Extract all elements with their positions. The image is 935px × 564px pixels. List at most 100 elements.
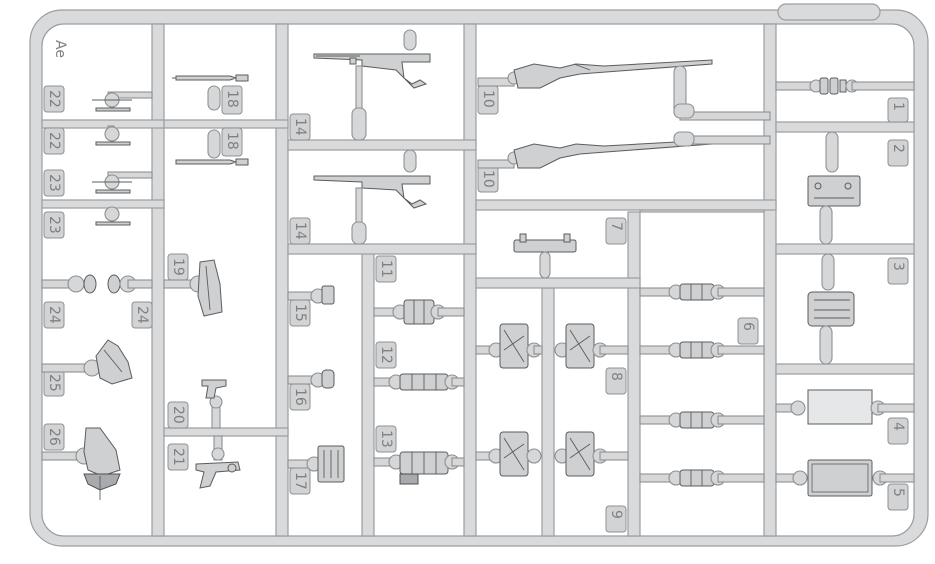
submachine-gun-part [313, 29, 431, 141]
ammo-pouch-part [373, 299, 465, 325]
part-tag-17: 17 [289, 467, 311, 495]
svg-text:14: 14 [292, 118, 308, 136]
svg-text:23: 23 [46, 216, 62, 234]
svg-text:24: 24 [134, 306, 150, 324]
plate-part [775, 459, 915, 497]
part-tag-11: 11 [375, 255, 397, 283]
part-tag-22b: 22 [43, 127, 65, 155]
part-tag-12: 12 [375, 341, 397, 369]
svg-text:13: 13 [378, 430, 394, 448]
rifle-part [477, 59, 771, 121]
submachine-gun-part [313, 149, 431, 245]
runner-h9 [775, 121, 915, 133]
svg-text:7: 7 [608, 222, 624, 231]
runner-v7 [763, 23, 777, 537]
rifle-sight-part [92, 91, 153, 112]
runner-h3 [163, 119, 289, 129]
svg-text:25: 25 [46, 374, 62, 392]
ammo-pouch-part [287, 285, 335, 305]
part-tag-14a: 14 [289, 113, 311, 141]
ammo-pouch-part [373, 373, 465, 391]
svg-text:22: 22 [46, 90, 62, 108]
svg-text:19: 19 [170, 258, 186, 276]
runner-h1 [41, 119, 165, 129]
svg-text:23: 23 [46, 174, 62, 192]
runner-h11 [775, 363, 915, 375]
ring-part [41, 274, 153, 294]
part-tag-6: 6 [737, 317, 759, 345]
bayonet-part [172, 74, 249, 111]
svg-text:11: 11 [378, 260, 394, 278]
svg-text:18: 18 [224, 132, 240, 150]
part-tag-5: 5 [887, 483, 909, 511]
svg-text:9: 9 [608, 510, 624, 519]
svg-text:10: 10 [480, 90, 496, 108]
holster-part [41, 427, 121, 500]
svg-text:21: 21 [170, 448, 186, 466]
svg-text:3: 3 [890, 262, 906, 271]
ammo-box-part [287, 445, 345, 483]
runner-v1 [151, 23, 165, 537]
part-tag-19: 19 [167, 253, 189, 281]
rifle-sight-part [95, 125, 131, 146]
sprue-tab [777, 3, 881, 21]
svg-text:14: 14 [292, 222, 308, 240]
pistol-part [201, 379, 227, 429]
svg-text:16: 16 [292, 388, 308, 406]
part-tag-23a: 23 [43, 169, 65, 197]
part-tag-25: 25 [43, 369, 65, 397]
runner-v2 [275, 23, 289, 537]
svg-text:20: 20 [170, 406, 186, 424]
bracket-part [513, 233, 577, 279]
svg-text:17: 17 [292, 472, 308, 490]
part-tag-4: 4 [887, 417, 909, 445]
ammo-pouch-part [639, 341, 765, 359]
runner-h10 [775, 243, 915, 255]
svg-text:26: 26 [46, 428, 62, 446]
binoculars-part [775, 77, 915, 95]
ammo-pouch-part [475, 323, 629, 369]
bayonet-part [175, 129, 249, 166]
ammo-pouch-part [639, 283, 765, 301]
svg-text:1: 1 [890, 102, 906, 111]
part-tag-9: 9 [605, 505, 627, 533]
rifle-sight-part [92, 171, 153, 194]
part-tag-16: 16 [289, 383, 311, 411]
runner-h4 [163, 427, 289, 437]
svg-text:12: 12 [378, 346, 394, 364]
svg-text:24: 24 [46, 306, 62, 324]
part-tag-10a: 10 [477, 85, 499, 115]
part-tag-8a: 8 [605, 367, 627, 395]
runner-h2 [41, 199, 165, 209]
ammo-pouch-part [475, 431, 629, 477]
svg-text:8: 8 [608, 372, 624, 381]
part-tag-13: 13 [375, 425, 397, 453]
runner-h7 [475, 199, 777, 211]
part-tag-21: 21 [167, 443, 189, 471]
runner-h5 [287, 139, 477, 151]
runner-h8 [475, 277, 641, 289]
frame-id-label: Ae [52, 40, 68, 58]
rifle-part [477, 131, 771, 169]
part-tag-20: 20 [167, 401, 189, 429]
part-tag-10b: 10 [477, 165, 499, 193]
runner-v6 [627, 211, 641, 537]
svg-text:18: 18 [224, 90, 240, 108]
runner-v4 [463, 23, 477, 537]
part-tag-3: 3 [887, 257, 909, 285]
runner-v3 [361, 251, 375, 537]
part-tag-7: 7 [605, 217, 627, 245]
ammo-pouch-part [373, 451, 465, 485]
runner-h6 [287, 243, 477, 255]
ammo-box-part [807, 131, 861, 245]
ammo-pouch-part [287, 369, 335, 389]
svg-text:2: 2 [890, 144, 906, 153]
svg-text:10: 10 [480, 170, 496, 188]
svg-text:6: 6 [740, 322, 756, 331]
svg-text:15: 15 [292, 304, 308, 322]
plate-part [775, 389, 915, 425]
svg-text:5: 5 [890, 488, 906, 497]
part-tag-2: 2 [887, 139, 909, 167]
